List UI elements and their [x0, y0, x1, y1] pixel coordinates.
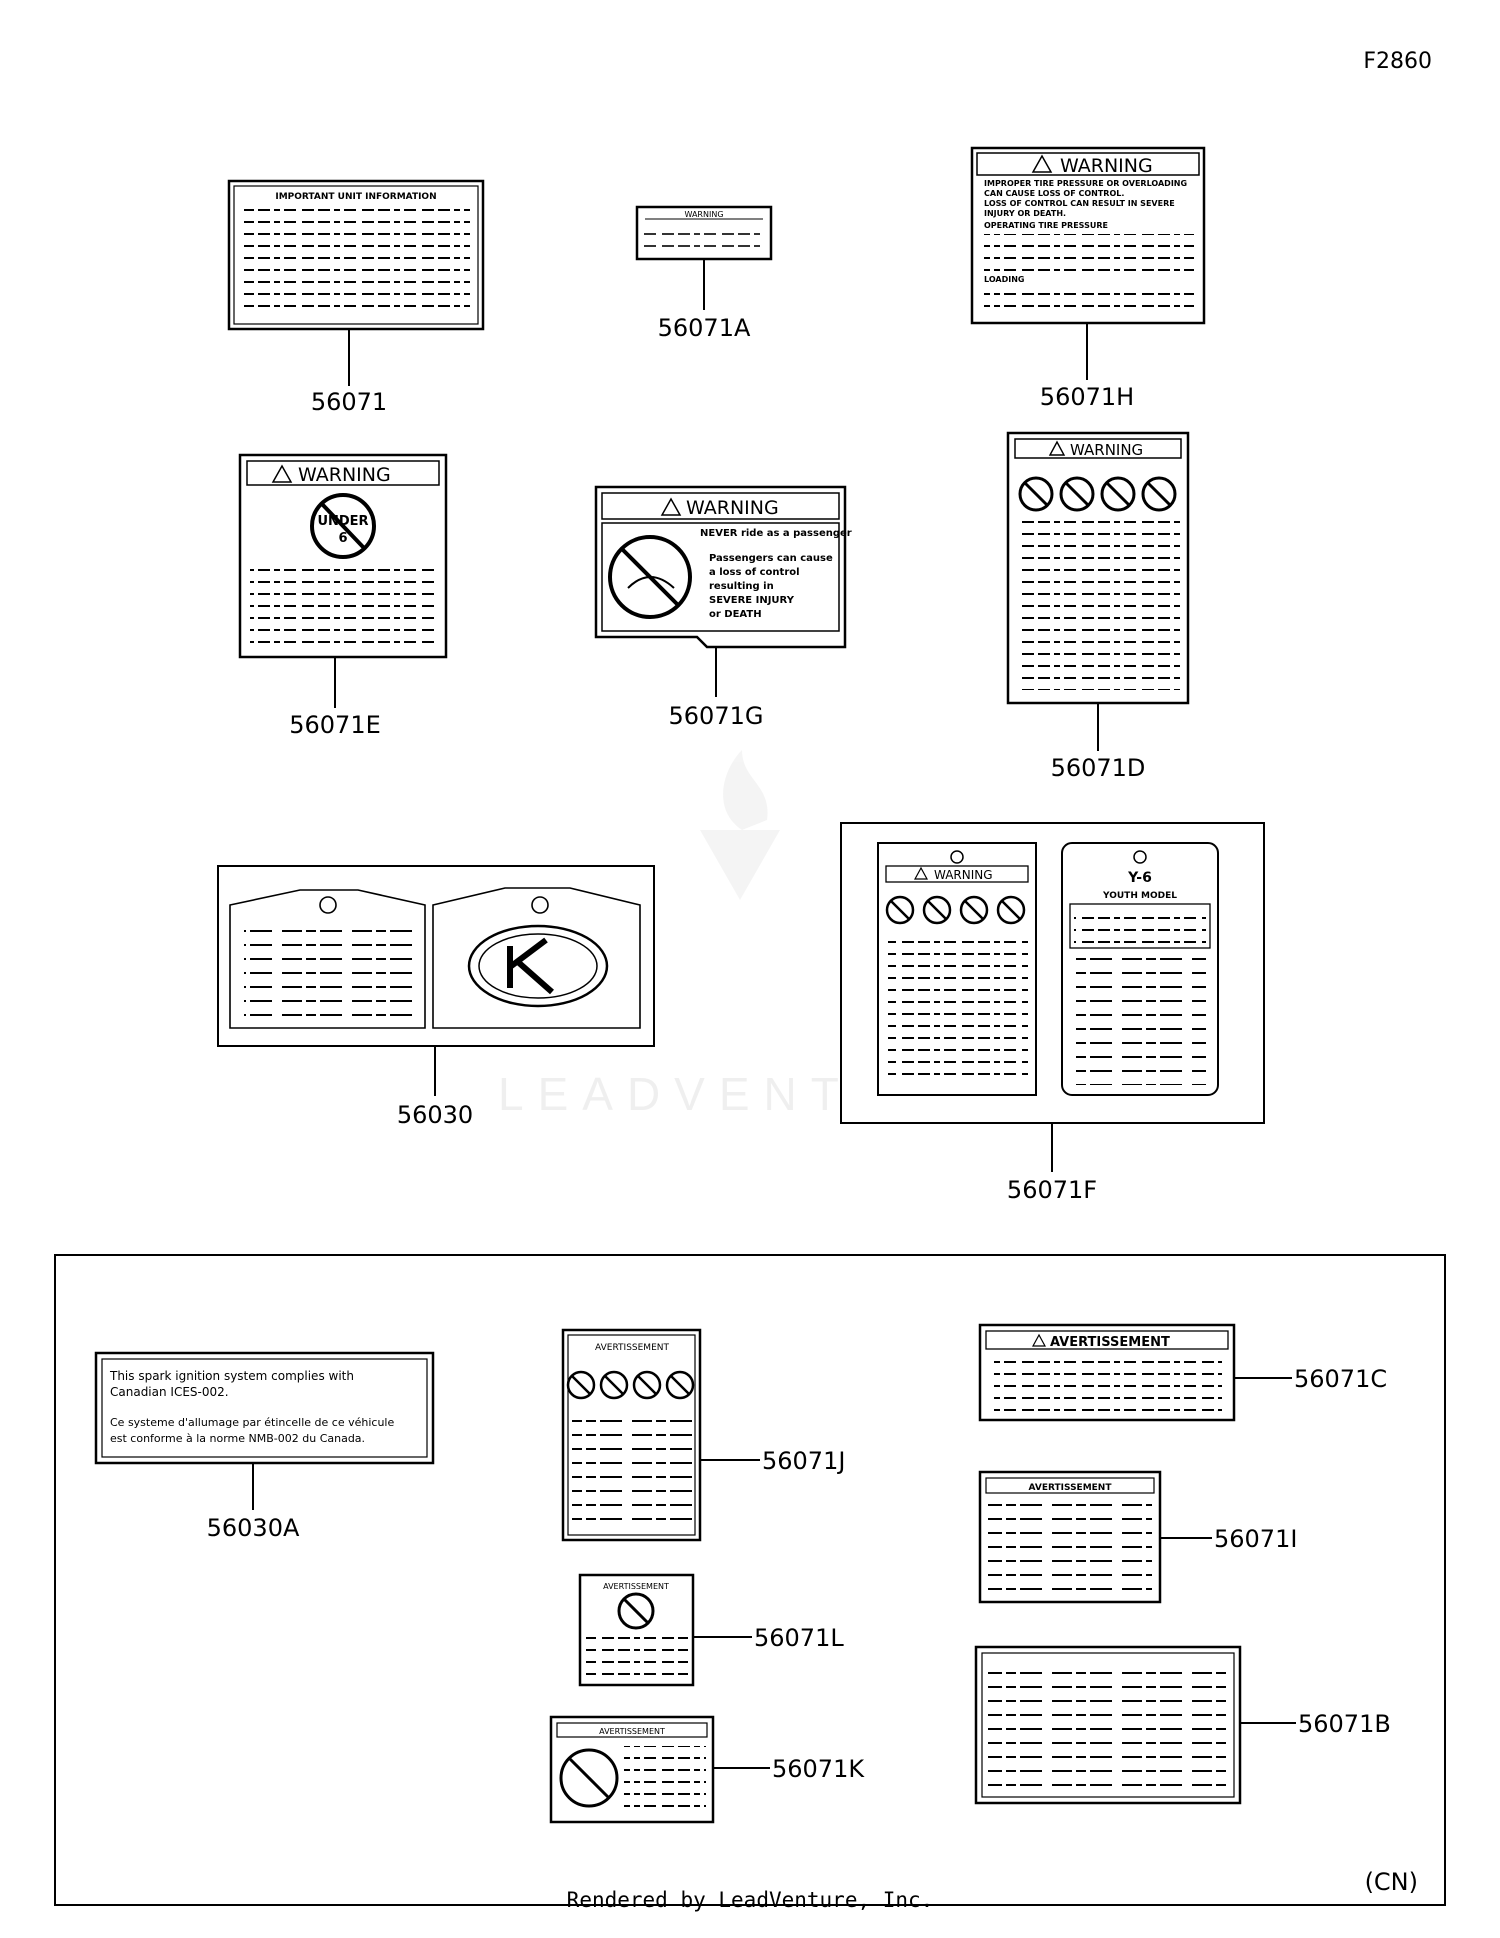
label-56071b-body-text	[988, 1660, 1228, 1790]
label-56071f-youth-text	[1074, 910, 1206, 944]
label-56030a-line: Canadian ICES-002.	[110, 1385, 229, 1399]
part-number-56071f: 56071F	[1007, 1176, 1097, 1204]
label-56030a[interactable]: This spark ignition system complies with…	[94, 1351, 435, 1542]
label-56071h-line: LOADING	[984, 275, 1024, 284]
label-56071j-body-text	[572, 1410, 692, 1530]
part-number-56071i: 56071I	[1214, 1525, 1297, 1553]
label-56071g-line: SEVERE INJURY	[709, 595, 795, 606]
label-56071i[interactable]: AVERTISSEMENT 56071I	[978, 1470, 1297, 1604]
label-56071h-title: WARNING	[1060, 155, 1153, 177]
label-56071c[interactable]: AVERTISSEMENT 56071C	[978, 1323, 1387, 1422]
no-riding-icon	[1141, 476, 1177, 512]
part-number-56071l: 56071L	[754, 1624, 844, 1652]
region-code: (CN)	[1365, 1868, 1418, 1896]
label-56071f-warning-title: WARNING	[934, 868, 993, 882]
label-56071f-youth-body	[1074, 955, 1206, 1085]
part-number-56071j: 56071J	[762, 1447, 845, 1475]
label-56071h-line: IMPROPER TIRE PRESSURE OR OVERLOADING	[984, 179, 1187, 188]
no-passenger-icon	[608, 535, 692, 619]
label-56030[interactable]: 56030	[217, 865, 655, 1129]
label-56071j[interactable]: AVERTISSEMENT 56071J	[561, 1328, 845, 1542]
label-56071c-title: AVERTISSEMENT	[1050, 1335, 1170, 1350]
label-56071l-title: AVERTISSEMENT	[603, 1582, 669, 1591]
label-56071h-line: OPERATING TIRE PRESSURE	[984, 221, 1108, 230]
label-56071j-title: AVERTISSEMENT	[595, 1343, 669, 1353]
part-number-56071: 56071	[311, 388, 387, 416]
label-56071g[interactable]: WARNING NEVER ride as a passenger Passen…	[594, 485, 852, 730]
canada-model-group-box	[54, 1254, 1446, 1906]
footer-credit: Rendered by LeadVenture, Inc.	[566, 1888, 934, 1912]
label-56071d-body-text	[1018, 520, 1180, 690]
label-56071-title: IMPORTANT UNIT INFORMATION	[275, 192, 436, 202]
part-number-56071k: 56071K	[772, 1755, 865, 1783]
label-56071[interactable]: IMPORTANT UNIT INFORMATION 56071	[227, 179, 485, 416]
warning-triangle-icon	[1031, 1333, 1047, 1347]
label-56071h-line: LOSS OF CONTROL CAN RESULT IN SEVERE	[984, 199, 1175, 208]
label-56071g-line: a loss of control	[709, 567, 800, 578]
no-riding-icon	[1100, 476, 1136, 512]
label-56071g-line: Passengers can cause	[709, 553, 833, 564]
label-56071e-body-text	[250, 562, 436, 646]
label-56071l-body-text	[586, 1634, 688, 1680]
part-number-56071e: 56071E	[289, 711, 381, 739]
part-number-56071c: 56071C	[1294, 1365, 1387, 1393]
label-56030a-line: Ce systeme d'allumage par étincelle de c…	[110, 1416, 394, 1429]
label-56071h[interactable]: WARNING IMPROPER TIRE PRESSURE OR OVERLO…	[970, 146, 1206, 411]
label-56071a[interactable]: WARNING 56071A	[635, 205, 773, 342]
part-number-56030: 56030	[397, 1101, 473, 1129]
label-56030a-line: est conforme à la norme NMB-002 du Canad…	[110, 1432, 365, 1445]
no-passenger-icon	[617, 1592, 655, 1630]
label-56071l[interactable]: AVERTISSEMENT 56071L	[578, 1573, 844, 1687]
youth-model-code: Y-6	[1127, 870, 1152, 886]
label-56071d[interactable]: WARNING 56071D	[1006, 431, 1190, 782]
label-56071k-body-text	[624, 1746, 706, 1814]
part-number-56071d: 56071D	[1051, 754, 1146, 782]
label-56071e[interactable]: WARNING UNDER 6 56071E	[238, 453, 448, 739]
warning-triangle-icon	[271, 464, 293, 483]
no-child-rider-icon	[310, 493, 376, 559]
part-number-56071h: 56071H	[1040, 383, 1134, 411]
label-56071i-body-text	[988, 1498, 1152, 1596]
label-56071c-body-text	[990, 1356, 1222, 1412]
youth-model-text: YOUTH MODEL	[1102, 891, 1177, 901]
part-number-56071g: 56071G	[669, 702, 764, 730]
label-56071f[interactable]: WARNING Y-6 YOUTH MODEL 56071F	[840, 822, 1265, 1204]
no-riding-icon	[1059, 476, 1095, 512]
label-56071i-title: AVERTISSEMENT	[1029, 1483, 1113, 1493]
label-56071-body-text	[244, 207, 470, 313]
part-number-56071a: 56071A	[658, 314, 751, 342]
warning-triangle-icon	[1031, 154, 1053, 173]
label-56030a-line: This spark ignition system complies with	[109, 1369, 354, 1383]
label-56071h-footer-text	[984, 288, 1194, 316]
label-56071k[interactable]: AVERTISSEMENT 56071K	[549, 1715, 865, 1824]
kawasaki-k-logo	[467, 924, 609, 1008]
label-56071f-warning-body	[888, 935, 1028, 1085]
warning-triangle-icon	[660, 497, 682, 516]
part-number-56071b: 56071B	[1298, 1710, 1391, 1738]
label-56071g-line: resulting in	[709, 581, 774, 592]
label-56071g-title: WARNING	[686, 497, 779, 519]
label-56071e-title: WARNING	[298, 464, 391, 486]
label-56071k-title: AVERTISSEMENT	[599, 1727, 665, 1736]
label-56071h-line: CAN CAUSE LOSS OF CONTROL.	[984, 189, 1124, 198]
label-56071b[interactable]: 56071B	[974, 1645, 1391, 1805]
warning-triangle-icon	[1048, 440, 1066, 456]
label-56071d-title: WARNING	[1070, 441, 1143, 459]
label-56030-body-text	[244, 920, 414, 1020]
label-56071a-title: WARNING	[684, 210, 723, 219]
label-56071g-line: or DEATH	[709, 609, 762, 620]
under-age-number: 6	[338, 531, 347, 546]
part-number-56030a: 56030A	[207, 1514, 300, 1542]
label-56071h-line: INJURY OR DEATH.	[984, 209, 1066, 218]
warning-triangle-icon	[913, 866, 929, 880]
no-passenger-icon	[559, 1748, 619, 1808]
label-56071g-line: NEVER ride as a passenger	[700, 528, 852, 539]
label-56071h-pressure-table	[984, 234, 1194, 274]
label-56071a-body-text	[644, 224, 764, 254]
figure-id: F2860	[1363, 49, 1432, 74]
no-riding-icon	[1018, 476, 1054, 512]
under-age-text: UNDER	[317, 514, 368, 529]
